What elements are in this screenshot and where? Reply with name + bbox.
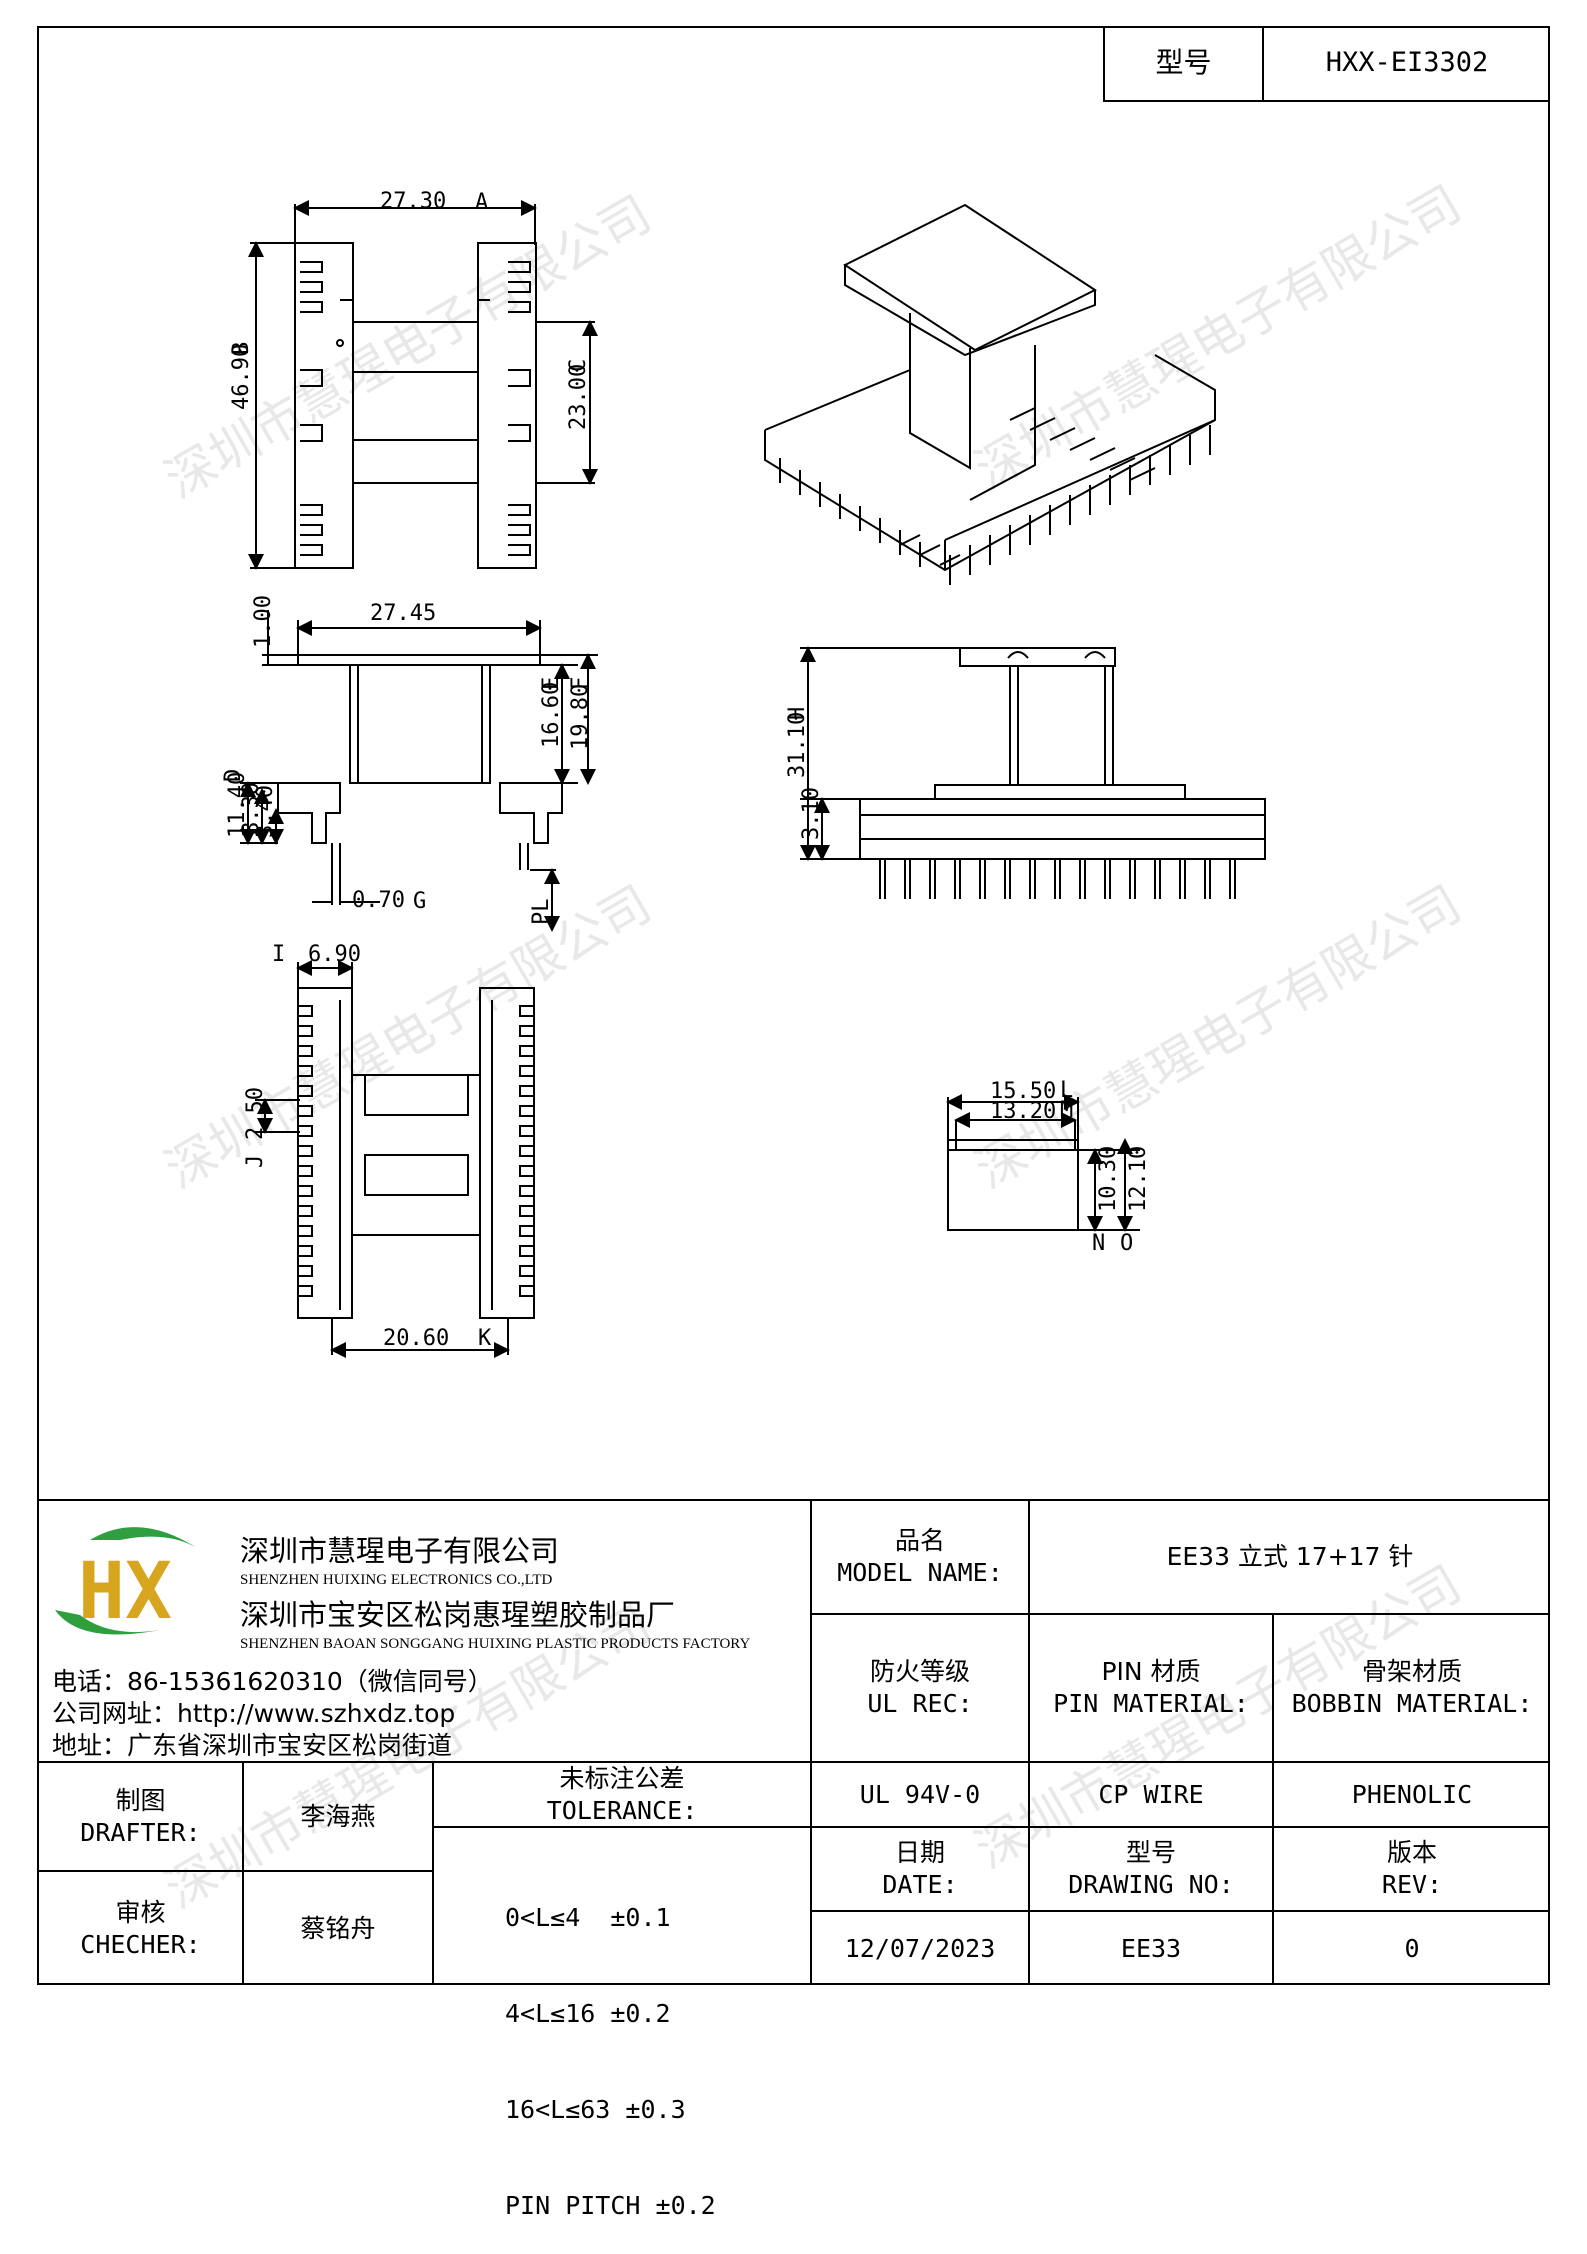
side-view bbox=[240, 610, 598, 932]
tolerance-list: 0<L≤4 ±0.1 4<L≤16 ±0.2 16<L≤63 ±0.3 PIN … bbox=[505, 1903, 716, 2220]
company-website: 公司网址：http://www.szhxdz.top bbox=[52, 1699, 456, 1728]
dim-front-base: 3.10 bbox=[799, 787, 824, 840]
dim-core-n: 10.30 bbox=[1096, 1146, 1121, 1212]
ul-value: UL 94V-0 bbox=[859, 1779, 981, 1809]
dim-tag-n: N bbox=[1092, 1231, 1105, 1256]
dim-tag-g: G bbox=[413, 889, 426, 914]
dim-tag-l: L bbox=[1060, 1078, 1073, 1103]
dim-bot-w: 6.90 bbox=[308, 942, 361, 967]
dim-tag-j: J bbox=[243, 1155, 268, 1168]
company-name-cn: 深圳市慧瑆电子有限公司 bbox=[240, 1534, 560, 1568]
dim-side-d: 11.40 bbox=[225, 772, 250, 838]
header-model-label: 型号 bbox=[1155, 46, 1212, 79]
dim-top-height: 46.90 bbox=[229, 344, 254, 410]
dim-tag-f: F bbox=[568, 677, 593, 690]
company-logo: HX bbox=[55, 1527, 200, 1637]
logo-text: HX bbox=[78, 1547, 172, 1637]
dim-core-m: 13.20 bbox=[990, 1099, 1056, 1124]
dim-side-830: 8.30 bbox=[239, 782, 264, 835]
dim-tag-m: M bbox=[1060, 1098, 1073, 1123]
pin-material-value: CP WIRE bbox=[1098, 1779, 1204, 1809]
dim-front-h: 31.10 bbox=[785, 712, 810, 778]
dim-tag-e: E bbox=[539, 677, 564, 690]
rev-value: 0 bbox=[1404, 1933, 1420, 1963]
rev-label: 版本 REV: bbox=[1381, 1838, 1443, 1899]
company-address: 地址：广东省深圳市宝安区松岗街道 bbox=[52, 1731, 453, 1760]
tolerance-label: 未标注公差 TOLERANCE: bbox=[546, 1763, 698, 1825]
drafter-label: 制图 DRAFTER: bbox=[80, 1785, 201, 1847]
checker-label: 审核 CHECHER: bbox=[80, 1897, 201, 1959]
top-view bbox=[248, 200, 598, 570]
header-model-box bbox=[1103, 26, 1550, 102]
dim-side-pl: PL bbox=[529, 899, 554, 926]
isometric-view bbox=[764, 203, 1216, 585]
core-view bbox=[946, 1094, 1140, 1232]
technical-drawing: 27.30 A 46.90 B 23.00 C 27.45 1.00 16.60… bbox=[221, 189, 1266, 1358]
header-model-value: HXX-EI3302 bbox=[1325, 47, 1489, 78]
drawing-sheet bbox=[37, 26, 1550, 1985]
factory-name-en: SHENZHEN BAOAN SONGGANG HUIXING PLASTIC … bbox=[240, 1636, 751, 1652]
factory-name-cn: 深圳市宝安区松岗惠瑆塑胶制品厂 bbox=[240, 1598, 676, 1632]
dim-tag-a: A bbox=[475, 190, 488, 215]
bottom-view bbox=[255, 960, 535, 1358]
company-name-en: SHENZHEN HUIXING ELECTRONICS CO.,LTD bbox=[240, 1572, 553, 1588]
drawing-no-label: 型号 DRAWING NO: bbox=[1068, 1838, 1234, 1899]
dim-side-h2: 19.80 bbox=[568, 684, 593, 750]
checker-name: 蔡铭舟 bbox=[300, 1913, 376, 1943]
dim-core-o: 12.10 bbox=[1126, 1146, 1151, 1212]
dim-core-l: 15.50 bbox=[990, 1079, 1056, 1104]
dim-side-pin: 0.70 bbox=[352, 888, 405, 913]
dim-tag-o: O bbox=[1120, 1231, 1133, 1256]
bobbin-material-value: PHENOLIC bbox=[1351, 1779, 1473, 1809]
drawing-no-value: EE33 bbox=[1120, 1933, 1182, 1963]
dim-tag-i: I bbox=[272, 942, 285, 967]
dim-bot-pitch: 2.50 bbox=[243, 1087, 268, 1140]
dim-bot-row: 20.60 bbox=[383, 1326, 449, 1351]
dim-tag-d: D bbox=[221, 769, 246, 782]
dim-tag-b: B bbox=[229, 342, 254, 355]
model-name-label: 品名 MODEL NAME: bbox=[837, 1526, 1003, 1587]
front-view bbox=[800, 646, 1266, 899]
bobbin-material-label: 骨架材质 BOBBIN MATERIAL: bbox=[1291, 1657, 1533, 1718]
drafter-name: 李海燕 bbox=[300, 1801, 376, 1831]
model-name-value: EE33 立式 17+17 针 bbox=[1166, 1542, 1414, 1571]
dim-side-width: 27.45 bbox=[370, 601, 436, 626]
dim-tag-c: C bbox=[566, 359, 591, 372]
company-phone: 电话：86-15361620310（微信同号） bbox=[52, 1667, 493, 1696]
dim-side-flange: 1.00 bbox=[251, 595, 276, 648]
dim-side-h1: 16.60 bbox=[539, 682, 564, 748]
date-value: 12/07/2023 bbox=[844, 1933, 996, 1963]
pin-material-label: PIN 材质 PIN MATERIAL: bbox=[1053, 1657, 1249, 1718]
dim-top-width: 27.30 bbox=[380, 189, 446, 214]
ul-label: 防火等级 UL REC: bbox=[867, 1657, 973, 1718]
dim-tag-k: K bbox=[478, 1326, 492, 1351]
dim-side-340: 3.40 bbox=[253, 785, 278, 838]
date-label: 日期 DATE: bbox=[882, 1838, 958, 1899]
dim-top-inner: 23.00 bbox=[566, 364, 591, 430]
dim-tag-h: H bbox=[785, 707, 810, 720]
